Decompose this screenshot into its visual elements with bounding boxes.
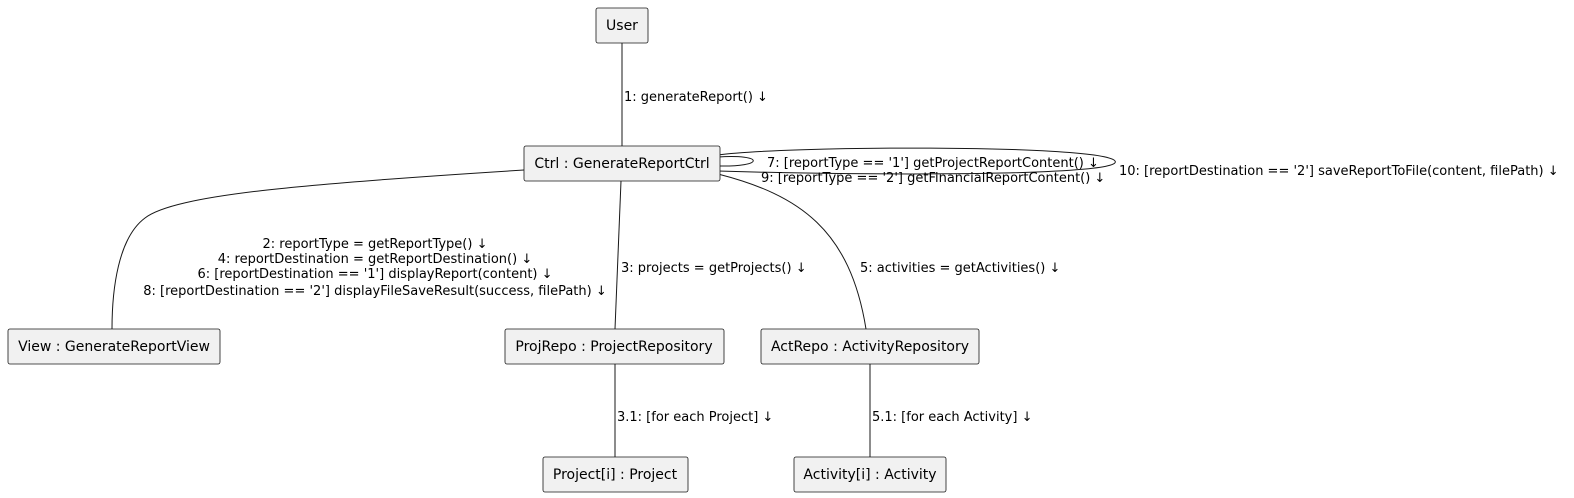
message-8: 8: [reportDestination == '2'] displayFil… xyxy=(143,284,606,299)
participant-actrepo-label: ActRepo : ActivityRepository xyxy=(771,339,969,355)
participant-project[interactable]: Project[i] : Project xyxy=(542,456,689,493)
message-10: 10: [reportDestination == '2'] saveRepor… xyxy=(1119,164,1559,179)
message-5-1: 5.1: [for each Activity] ↓ xyxy=(872,410,1032,425)
self-loop-small xyxy=(717,156,754,167)
participant-user-label: User xyxy=(606,18,638,34)
message-5: 5: activities = getActivities() ↓ xyxy=(860,261,1060,276)
participant-ctrl-label: Ctrl : GenerateReportCtrl xyxy=(534,156,709,172)
message-7: 7: [reportType == '1'] getProjectReportC… xyxy=(767,156,1099,171)
participant-ctrl[interactable]: Ctrl : GenerateReportCtrl xyxy=(523,145,721,182)
participant-actrepo[interactable]: ActRepo : ActivityRepository xyxy=(760,328,980,365)
participant-view-label: View : GenerateReportView xyxy=(18,339,210,355)
message-4: 4: reportDestination = getReportDestinat… xyxy=(218,252,532,267)
message-6: 6: [reportDestination == '1'] displayRep… xyxy=(197,267,552,282)
self-loop-large xyxy=(717,147,1116,175)
participant-activity[interactable]: Activity[i] : Activity xyxy=(793,456,947,493)
participant-projrepo[interactable]: ProjRepo : ProjectRepository xyxy=(504,328,725,365)
participant-user[interactable]: User xyxy=(595,7,649,44)
message-3-1: 3.1: [for each Project] ↓ xyxy=(617,410,773,425)
link-ctrl-view xyxy=(111,169,525,330)
links xyxy=(111,43,1116,457)
message-labels: 1: generateReport() ↓ 7: [reportType == … xyxy=(143,90,1558,425)
message-1: 1: generateReport() ↓ xyxy=(624,90,768,105)
participant-view[interactable]: View : GenerateReportView xyxy=(7,328,221,365)
participant-project-label: Project[i] : Project xyxy=(553,467,678,483)
message-2: 2: reportType = getReportType() ↓ xyxy=(263,237,488,252)
link-ctrl-projrepo xyxy=(614,180,622,330)
message-3: 3: projects = getProjects() ↓ xyxy=(621,261,807,276)
message-9: 9: [reportType == '2'] getFinancialRepor… xyxy=(761,171,1105,186)
link-ctrl-actrepo xyxy=(717,173,867,330)
participant-projrepo-label: ProjRepo : ProjectRepository xyxy=(515,339,712,355)
participant-activity-label: Activity[i] : Activity xyxy=(803,467,936,483)
